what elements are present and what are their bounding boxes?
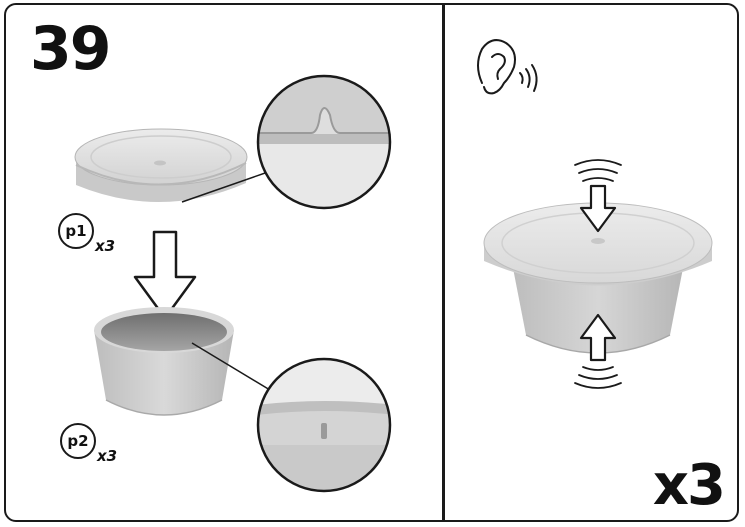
step-illustration <box>74 74 392 493</box>
part-quantity: x3 <box>97 447 118 465</box>
part-quantity: x3 <box>95 237 116 255</box>
part-id-badge: p1 <box>58 213 94 249</box>
zoom-detail-lid <box>256 74 392 210</box>
instruction-frame: 39 <box>4 3 739 522</box>
step-number: 39 <box>30 14 111 84</box>
assembled-container <box>483 202 713 354</box>
result-illustration <box>477 39 713 389</box>
panel-divider <box>442 5 445 520</box>
zoom-leader-line <box>181 171 269 203</box>
part-label-p1: p1 x3 <box>58 213 115 255</box>
press-up-arrow-icon <box>574 313 622 389</box>
part-id-badge: p2 <box>60 423 96 459</box>
step-panel: 39 <box>6 5 442 520</box>
zoom-leader-line <box>191 342 271 391</box>
result-panel: x3 <box>444 5 737 520</box>
lid-part <box>74 128 248 203</box>
part-label-p2: p2 x3 <box>60 423 117 465</box>
zoom-detail-cup <box>256 357 392 493</box>
press-down-arrow-icon <box>574 159 622 233</box>
repeat-multiplier: x3 <box>652 453 726 518</box>
ear-sound-icon <box>477 39 538 95</box>
down-arrow-icon <box>133 230 197 320</box>
cup-part <box>94 307 234 416</box>
